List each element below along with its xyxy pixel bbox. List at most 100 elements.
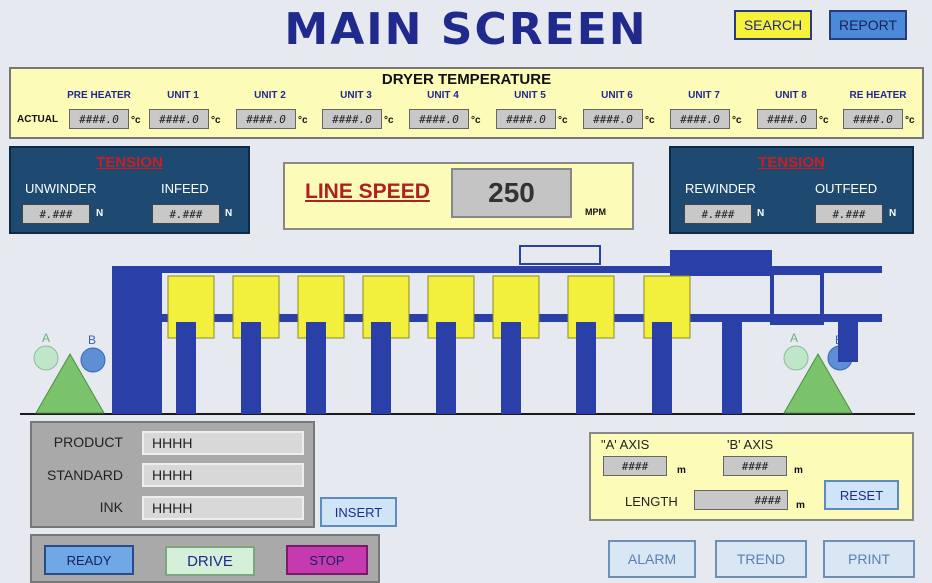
dryer-temperature-panel: DRYER TEMPERATURE ACTUAL PRE HEATER UNIT… [9, 67, 924, 139]
report-button[interactable]: REPORT [829, 10, 907, 40]
outfeed-top-frame [670, 250, 772, 276]
print-unit-8 [643, 275, 691, 414]
ink-field[interactable]: HHHH [142, 496, 304, 520]
temp-unit: °c [471, 115, 481, 126]
unit-label: UNIT 8 [775, 90, 807, 101]
unit-label: UNIT 5 [514, 90, 546, 101]
temp-value: ####.0 [149, 109, 209, 129]
rewinder-unit: N [757, 208, 765, 219]
print-unit-7 [567, 275, 615, 414]
unit-label: UNIT 1 [167, 90, 199, 101]
search-button[interactable]: SEARCH [734, 10, 812, 40]
unwind-roll-b [80, 347, 106, 373]
line-speed-label: LINE SPEED [305, 180, 430, 203]
unwinder-unit: N [96, 208, 104, 219]
unit-label: UNIT 4 [427, 90, 459, 101]
page-title: MAIN SCREEN [284, 4, 648, 55]
print-unit-3 [297, 275, 345, 414]
temp-unit: °c [131, 115, 141, 126]
unwinder-value: #.### [22, 204, 90, 224]
outfeed-leg [722, 322, 742, 414]
temp-value: ####.0 [236, 109, 296, 129]
unwinder-label: UNWINDER [25, 181, 97, 196]
trend-button[interactable]: TREND [715, 540, 807, 578]
temp-value: ####.0 [409, 109, 469, 129]
line-speed-panel: LINE SPEED 250 MPM [283, 162, 634, 230]
length-value: #### [694, 490, 788, 510]
outfeed-leg [838, 322, 858, 362]
temp-value: ####.0 [843, 109, 903, 129]
b-axis-label: 'B' AXIS [727, 437, 774, 452]
b-axis-value: #### [723, 456, 787, 476]
infeed-label: INFEED [161, 181, 209, 196]
temp-unit: °c [732, 115, 742, 126]
unwinder-stand [35, 352, 105, 414]
print-unit-1 [167, 275, 215, 414]
temp-unit: °c [384, 115, 394, 126]
print-button[interactable]: PRINT [823, 540, 915, 578]
unit-label: UNIT 3 [340, 90, 372, 101]
stop-button[interactable]: STOP [286, 545, 368, 575]
drive-control-panel: READY DRIVE STOP [30, 534, 380, 583]
a-axis-unit: m [677, 465, 686, 476]
a-axis-label: "A' AXIS [601, 437, 650, 452]
printing-machine-diagram: A B A B [20, 245, 915, 415]
tension-title: TENSION [96, 154, 163, 171]
right-roll-a-label: A [790, 331, 798, 345]
unit-label: UNIT 2 [254, 90, 286, 101]
product-field[interactable]: HHHH [142, 431, 304, 455]
infeed-unit: N [225, 208, 233, 219]
dryer-title: DRYER TEMPERATURE [381, 71, 552, 88]
temp-value: ####.0 [583, 109, 643, 129]
unwind-roll-a [33, 345, 59, 371]
drive-button[interactable]: DRIVE [165, 546, 255, 576]
actual-label: ACTUAL [17, 114, 59, 125]
temp-unit: °c [819, 115, 829, 126]
tension-left-panel: TENSION UNWINDER INFEED #.### N #.### N [9, 146, 250, 234]
length-label: LENGTH [625, 494, 678, 509]
temp-unit: °c [905, 115, 915, 126]
ink-label: INK [99, 499, 123, 515]
length-unit: m [796, 500, 805, 511]
temp-value: ####.0 [322, 109, 382, 129]
print-unit-4 [362, 275, 410, 414]
temp-value: ####.0 [670, 109, 730, 129]
unit-label: RE HEATER [849, 90, 907, 101]
unit-label: UNIT 7 [688, 90, 720, 101]
temp-unit: °c [298, 115, 308, 126]
axis-panel: "A' AXIS 'B' AXIS #### m #### m LENGTH #… [589, 432, 914, 521]
outfeed-frame [770, 271, 824, 325]
print-unit-2 [232, 275, 280, 414]
infeed-frame [112, 266, 162, 414]
infeed-value: #.### [152, 204, 220, 224]
alarm-button[interactable]: ALARM [608, 540, 696, 578]
rewinder-value: #.### [684, 204, 752, 224]
product-panel: PRODUCT HHHH STANDARD HHHH INK HHHH [30, 421, 315, 528]
rewinder-stand [783, 352, 853, 414]
outfeed-label: OUTFEED [815, 181, 878, 196]
temp-unit: °c [645, 115, 655, 126]
left-roll-b-label: B [88, 333, 96, 347]
b-axis-unit: m [794, 465, 803, 476]
temp-value: ####.0 [69, 109, 129, 129]
ready-button[interactable]: READY [44, 545, 134, 575]
rewinder-label: REWINDER [685, 181, 756, 196]
reset-button[interactable]: RESET [824, 480, 899, 510]
a-axis-value: #### [603, 456, 667, 476]
outfeed-value: #.### [815, 204, 883, 224]
line-speed-unit: MPM [585, 207, 606, 217]
print-unit-6 [492, 275, 540, 414]
temp-value: ####.0 [496, 109, 556, 129]
rewind-roll-a [783, 345, 809, 371]
unit-label: UNIT 6 [601, 90, 633, 101]
tension-title: TENSION [758, 154, 825, 171]
standard-label: STANDARD [47, 467, 123, 483]
web-guide [519, 245, 601, 265]
outfeed-unit: N [889, 208, 897, 219]
temp-unit: °c [211, 115, 221, 126]
insert-button[interactable]: INSERT [320, 497, 397, 527]
product-label: PRODUCT [53, 434, 123, 450]
standard-field[interactable]: HHHH [142, 463, 304, 487]
print-unit-5 [427, 275, 475, 414]
temp-unit: °c [558, 115, 568, 126]
